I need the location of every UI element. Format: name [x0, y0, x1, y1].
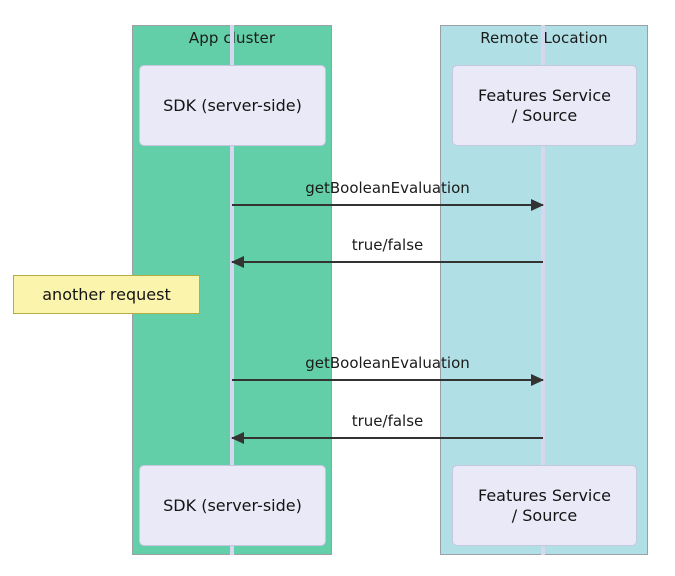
message-label-call-1: getBooleanEvaluation — [305, 179, 470, 197]
participant-label-line1-bottom: Features Service — [477, 485, 611, 505]
participant-label-sdk-top: SDK (server-side) — [163, 95, 302, 115]
participant-label-line2-top: / Source — [511, 105, 578, 125]
arrowhead-right-icon — [531, 374, 544, 386]
message-label-return-1: true/false — [351, 236, 424, 254]
note-another-request: another request — [13, 275, 200, 314]
participant-box-sdk-top[interactable]: SDK (server-side) — [139, 65, 326, 146]
note-text-another-request: another request — [42, 285, 171, 304]
message-line-call-1 — [232, 204, 543, 206]
participant-label-sdk-bottom: SDK (server-side) — [163, 495, 302, 515]
arrowhead-left-icon — [231, 256, 244, 268]
message-line-return-2 — [232, 437, 543, 439]
arrowhead-right-icon — [531, 199, 544, 211]
participant-box-sdk-bottom[interactable]: SDK (server-side) — [139, 465, 326, 546]
message-line-return-1 — [232, 261, 543, 263]
message-label-call-2: getBooleanEvaluation — [305, 354, 470, 372]
lifeline-sdk — [230, 25, 234, 555]
participant-label-features-service-top: Features Service / Source — [478, 86, 611, 126]
participant-label-features-service-bottom: Features Service / Source — [478, 486, 611, 526]
message-label-return-2: true/false — [351, 412, 424, 430]
participant-label-line2-bottom: / Source — [511, 505, 578, 525]
message-line-call-2 — [232, 379, 543, 381]
lifeline-features-service — [541, 25, 545, 555]
arrowhead-left-icon — [231, 432, 244, 444]
participant-box-features-service-top[interactable]: Features Service / Source — [452, 65, 637, 146]
participant-label-line1-top: Features Service — [477, 85, 611, 105]
participant-box-features-service-bottom[interactable]: Features Service / Source — [452, 465, 637, 546]
